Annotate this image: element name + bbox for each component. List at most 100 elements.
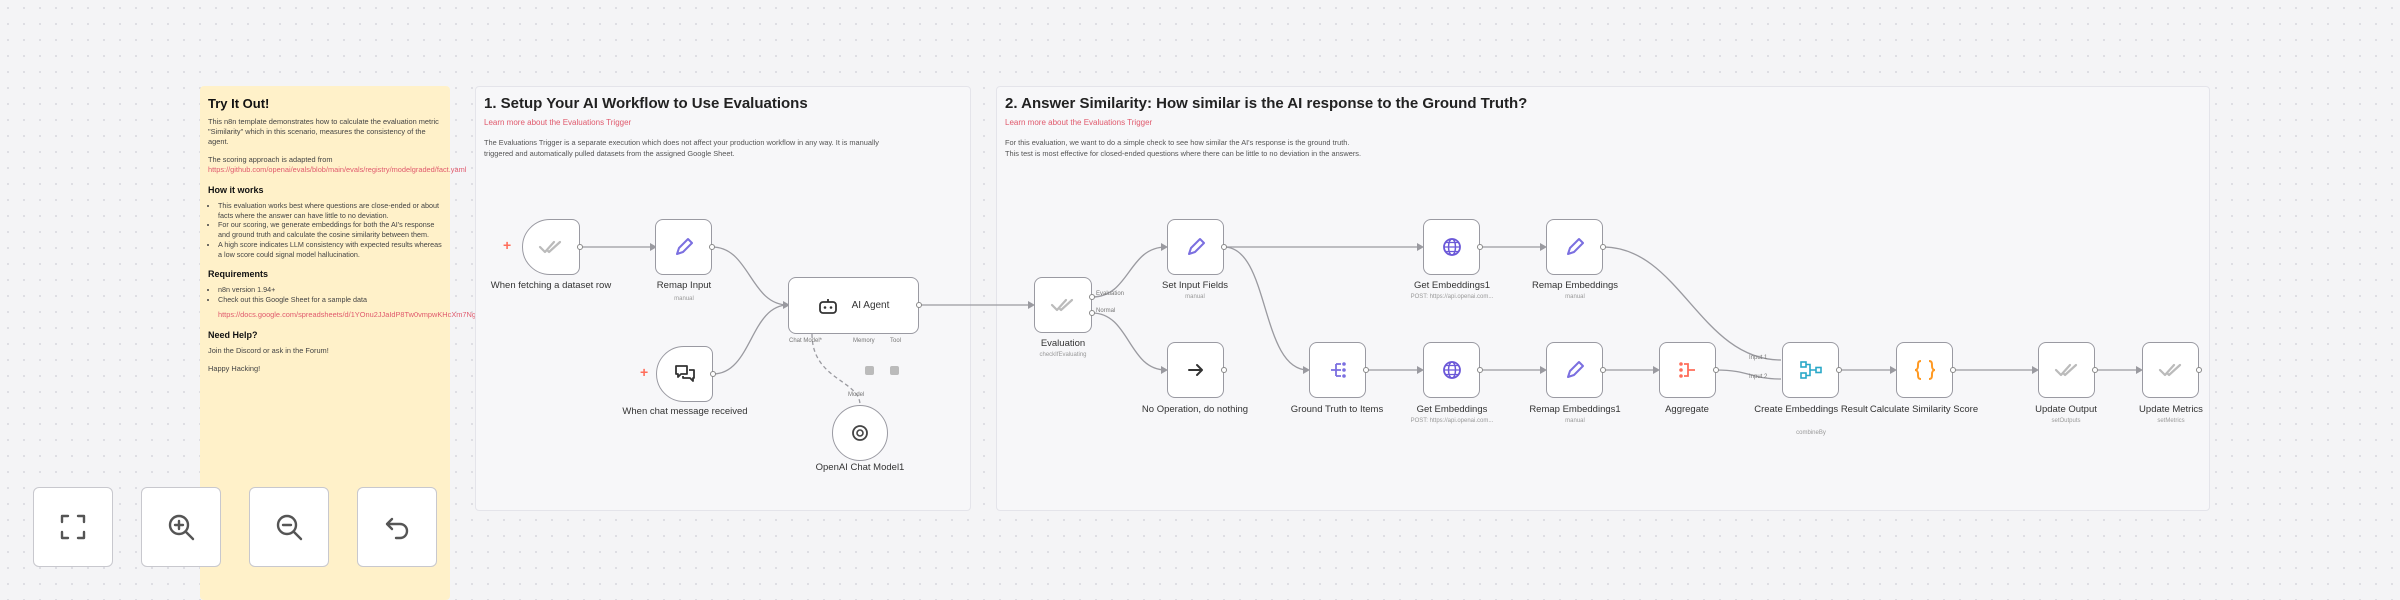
zoom-in-icon: [168, 514, 195, 541]
node-label: Remap Input: [656, 280, 712, 291]
output-port[interactable]: [1363, 367, 1369, 373]
output-port[interactable]: [1600, 367, 1606, 373]
list-item: This evaluation works best where questio…: [218, 201, 442, 220]
node-ai-agent[interactable]: AI Agent: [788, 277, 919, 334]
node-openai-chat-model[interactable]: [832, 405, 888, 461]
node-remap-input[interactable]: [655, 219, 712, 275]
fit-view-button[interactable]: [33, 487, 113, 567]
output-port[interactable]: [1089, 294, 1095, 300]
output-port[interactable]: [1089, 310, 1095, 316]
node-aggregate[interactable]: [1659, 342, 1716, 398]
add-trigger-plus-icon[interactable]: +: [503, 237, 512, 253]
output-port[interactable]: [916, 302, 922, 308]
list-item: Check out this Google Sheet for a sample…: [218, 295, 442, 305]
connection-eval-setinput: [1091, 246, 1167, 298]
node-no-operation[interactable]: [1167, 342, 1224, 398]
output-port[interactable]: [1221, 367, 1227, 373]
node-label: No Operation, do nothing: [1141, 404, 1249, 415]
sticky-adapted-link[interactable]: https://github.com/openai/evals/blob/mai…: [208, 164, 467, 174]
zoom-out-button[interactable]: [249, 487, 329, 567]
add-trigger-plus-icon[interactable]: +: [640, 364, 649, 380]
split-icon: [1330, 362, 1346, 378]
output-port[interactable]: [1713, 367, 1719, 373]
connection-chat-agent: [712, 304, 789, 375]
output-port[interactable]: [1221, 244, 1227, 250]
node-ground-truth-to-items[interactable]: [1309, 342, 1366, 398]
section-2-title: 2. Answer Similarity: How similar is the…: [1005, 95, 1528, 112]
evaluation-output-1: Evaluation: [1096, 291, 1125, 297]
node-remap-embeddings[interactable]: [1546, 219, 1603, 275]
node-get-embeddings[interactable]: [1423, 342, 1480, 398]
output-port[interactable]: [1950, 367, 1956, 373]
node-set-input-fields[interactable]: [1167, 219, 1224, 275]
node-label: Evaluation: [1040, 338, 1086, 349]
connection-agent-model: [811, 333, 861, 406]
node-update-output[interactable]: [2038, 342, 2095, 398]
merge-branches-icon: [1799, 361, 1822, 379]
output-port[interactable]: [577, 244, 583, 250]
add-tool-button[interactable]: [890, 366, 899, 375]
merge-input-2: Input 2: [1749, 374, 1768, 380]
node-evaluation[interactable]: [1034, 277, 1092, 333]
node-calculate-similarity-score[interactable]: [1896, 342, 1953, 398]
undo-button[interactable]: [357, 487, 437, 567]
globe-icon: [1442, 361, 1461, 379]
agent-port-chat-model: Chat Model*: [789, 338, 823, 344]
sticky-note-section-2[interactable]: 2. Answer Similarity: How similar is the…: [996, 86, 2210, 511]
node-label: Remap Embeddings1: [1529, 404, 1621, 415]
add-memory-button[interactable]: [865, 366, 874, 375]
pencil-icon: [1566, 238, 1584, 255]
node-get-embeddings-1[interactable]: [1423, 219, 1480, 275]
double-check-icon: [1050, 298, 1074, 312]
openai-icon: [852, 425, 868, 441]
node-chat-trigger[interactable]: [656, 346, 713, 402]
node-subtitle: combineBy: [1796, 430, 1826, 436]
section-2-text-2: This test is most effective for closed-e…: [1005, 149, 1362, 159]
list-item: A high score indicates LLM consistency w…: [218, 240, 442, 259]
section-2-link[interactable]: Learn more about the Evaluations Trigger: [1005, 118, 1153, 127]
fit-view-icon: [60, 514, 86, 540]
node-label: OpenAI Chat Model1: [815, 462, 905, 473]
node-label: Aggregate: [1665, 404, 1709, 415]
node-fetch-dataset-row[interactable]: [522, 219, 580, 275]
output-port[interactable]: [709, 244, 715, 250]
sticky-happy: Happy Hacking!: [208, 363, 261, 373]
output-port[interactable]: [2196, 367, 2202, 373]
sticky-req-title: Requirements: [208, 269, 269, 280]
node-label: Set Input Fields: [1161, 280, 1228, 291]
pencil-icon: [1566, 361, 1584, 378]
output-port[interactable]: [2092, 367, 2098, 373]
section-1-text-2: triggered and automatically pulled datas…: [484, 149, 735, 159]
section-1-title: 1. Setup Your AI Workflow to Use Evaluat…: [484, 95, 808, 112]
node-label: When fetching a dataset row: [490, 280, 612, 291]
node-create-embeddings-result[interactable]: [1782, 342, 1839, 398]
output-port[interactable]: [1477, 244, 1483, 250]
code-braces-icon: [1914, 360, 1935, 380]
sticky-req-list: n8n version 1.94+ Check out this Google …: [208, 285, 442, 304]
section-1-link[interactable]: Learn more about the Evaluations Trigger: [484, 118, 632, 127]
sticky-help-text: Join the Discord or ask in the Forum!: [208, 345, 329, 355]
output-port[interactable]: [1600, 244, 1606, 250]
agent-port-memory: Memory: [853, 338, 875, 344]
output-port[interactable]: [1836, 367, 1842, 373]
evaluation-output-2: Normal: [1096, 308, 1116, 314]
chat-bubbles-icon: [674, 365, 695, 382]
node-remap-embeddings-1[interactable]: [1546, 342, 1603, 398]
connection-remap-agent: [711, 246, 789, 306]
merge-input-1: Input 1: [1749, 355, 1768, 361]
pencil-icon: [1187, 238, 1205, 255]
zoom-out-icon: [276, 514, 303, 541]
output-port[interactable]: [1477, 367, 1483, 373]
node-update-metrics[interactable]: [2142, 342, 2199, 398]
zoom-in-button[interactable]: [141, 487, 221, 567]
connection-remapemb-create: [1602, 246, 1782, 361]
connection-setinput-ground: [1223, 246, 1309, 371]
output-port[interactable]: [710, 371, 716, 377]
node-label: Ground Truth to Items: [1290, 404, 1384, 415]
sticky-title: Try It Out!: [208, 96, 270, 111]
node-subtitle: manual: [1185, 294, 1205, 300]
globe-icon: [1442, 238, 1461, 256]
node-subtitle: POST: https://api.openai.com...: [1410, 294, 1494, 300]
sticky-req-link[interactable]: https://docs.google.com/spreadsheets/d/1…: [218, 309, 536, 319]
robot-icon: [818, 298, 837, 314]
